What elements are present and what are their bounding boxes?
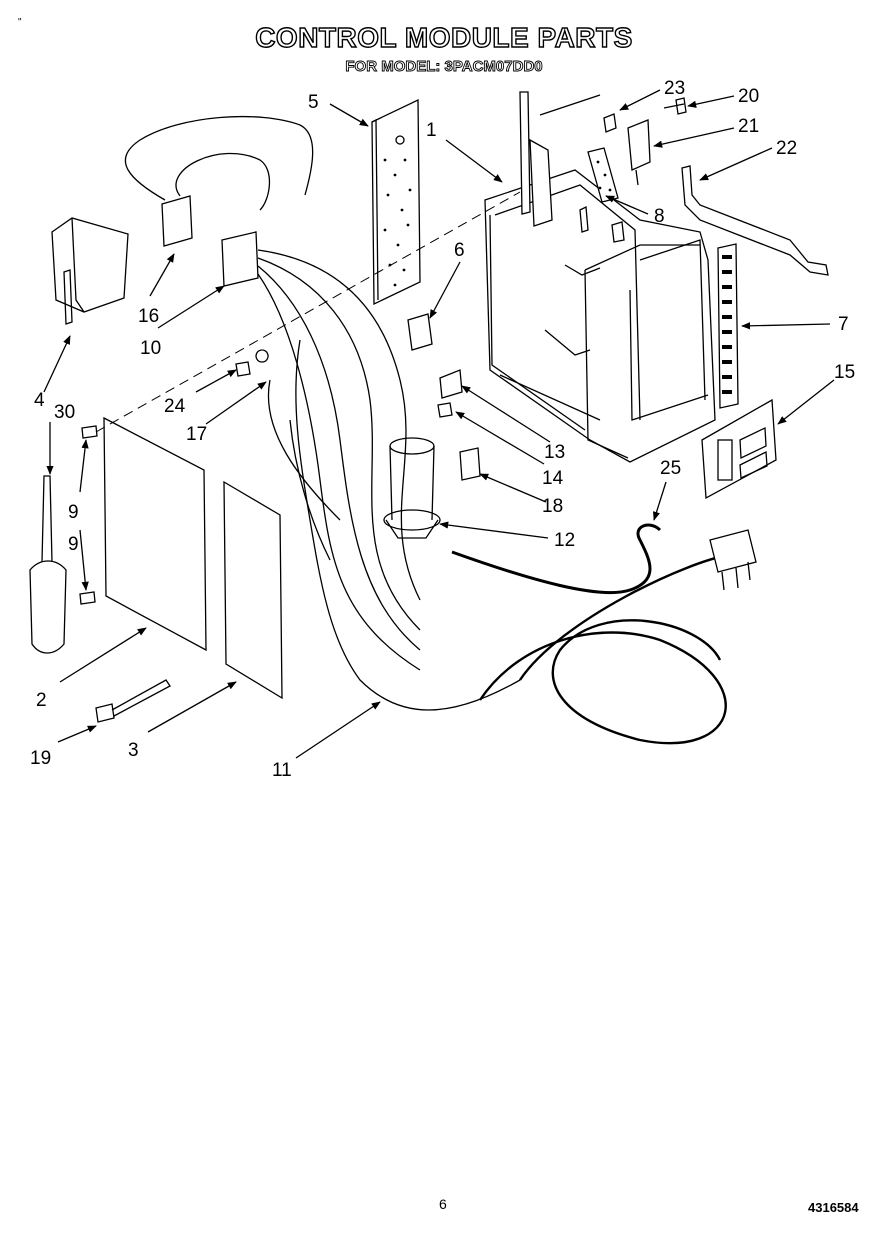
callout-5: 5 <box>308 92 319 113</box>
callout-9-top: 9 <box>68 502 79 523</box>
callout-6: 6 <box>454 240 465 261</box>
corner-mark: " <box>18 17 22 28</box>
model-subtitle: FOR MODEL: 3PACM07DD0 <box>345 58 543 76</box>
callout-9-bottom: 9 <box>68 534 79 555</box>
part-20-screw <box>663 97 687 115</box>
part-9-screw-top <box>81 425 98 439</box>
leader-18 <box>479 473 547 503</box>
callout-3: 3 <box>128 740 139 761</box>
leader-23 <box>619 89 661 111</box>
document-number: 4316584 <box>808 1200 859 1215</box>
part-12-capacitor <box>383 437 441 539</box>
leader-19 <box>57 725 97 743</box>
callout-7: 7 <box>838 314 849 335</box>
part-21-switch <box>627 119 651 186</box>
callout-30: 30 <box>54 402 75 423</box>
leader-9-top <box>79 439 89 493</box>
part-17-grommet <box>255 349 269 363</box>
leader-11 <box>295 701 381 759</box>
callout-4: 4 <box>34 390 45 411</box>
callout-21: 21 <box>738 116 759 137</box>
part-2-panel <box>103 416 207 652</box>
part-3-panel <box>223 480 283 700</box>
callout-13: 13 <box>544 442 565 463</box>
part-6-block <box>407 313 433 351</box>
callout-18: 18 <box>542 496 563 517</box>
assembly-line <box>95 191 521 433</box>
part-10-connector <box>221 231 259 287</box>
callout-14: 14 <box>542 468 564 489</box>
leader-16 <box>149 253 175 297</box>
leader-22 <box>699 147 773 181</box>
leader-7 <box>741 322 831 330</box>
leader-21 <box>653 127 735 148</box>
part-1-control-box <box>484 91 716 463</box>
part-30-screwdriver <box>29 475 67 654</box>
callout-11: 11 <box>272 760 292 781</box>
part-15-plate <box>701 398 777 500</box>
power-cord <box>479 529 757 745</box>
part-22-bracket <box>681 165 829 276</box>
leader-4 <box>43 335 71 393</box>
part-24-screw <box>235 361 251 377</box>
page-title: CONTROL MODULE PARTS <box>254 21 633 53</box>
part-19-cable-tie <box>95 679 171 723</box>
leader-25 <box>652 481 667 521</box>
leader-10 <box>157 285 225 329</box>
callout-10: 10 <box>140 338 161 359</box>
part-16-relay <box>124 115 314 247</box>
leader-14 <box>455 411 545 465</box>
leader-6 <box>429 261 461 319</box>
leader-24 <box>195 369 237 393</box>
callout-24: 24 <box>164 396 186 417</box>
callout-19: 19 <box>30 748 51 769</box>
part-14-screw <box>437 402 453 418</box>
leader-3 <box>147 681 237 733</box>
callout-16: 16 <box>138 306 159 327</box>
callout-12: 12 <box>554 530 575 551</box>
leader-12 <box>439 521 549 539</box>
leader-17 <box>205 381 267 425</box>
part-7-terminal-strip <box>717 243 739 409</box>
part-18-connector <box>459 447 481 481</box>
callout-15: 15 <box>834 362 855 383</box>
part-8-block <box>587 147 619 203</box>
part-11-wire-harness <box>257 249 521 711</box>
callout-2: 2 <box>36 690 47 711</box>
part-9-screw-bottom <box>79 591 96 605</box>
callout-23: 23 <box>664 78 685 99</box>
callout-22: 22 <box>776 138 797 159</box>
callout-1: 1 <box>426 120 437 141</box>
part-5-plate <box>371 98 421 306</box>
leader-5 <box>329 103 369 127</box>
callout-20: 20 <box>738 86 759 107</box>
leader-15 <box>777 379 835 425</box>
part-25-tube <box>451 523 662 595</box>
leader-2 <box>59 627 147 683</box>
leader-9-bottom <box>79 529 89 591</box>
callout-8: 8 <box>654 206 665 227</box>
part-23-clip <box>603 113 617 133</box>
part-13-bracket <box>439 369 463 399</box>
callout-17: 17 <box>186 424 207 445</box>
page-number: 6 <box>439 1196 447 1212</box>
leader-20 <box>687 95 735 108</box>
leader-13 <box>461 385 551 443</box>
callout-25: 25 <box>660 458 681 479</box>
leader-1 <box>445 139 503 183</box>
part-4-cover <box>51 217 129 325</box>
leader-8 <box>605 195 649 215</box>
